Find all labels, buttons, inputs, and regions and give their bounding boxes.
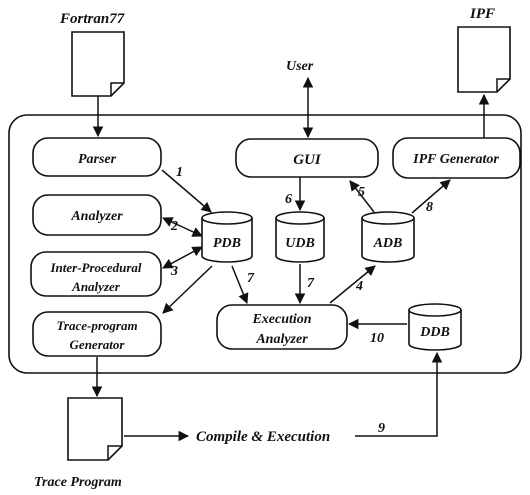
trace-generator-label-line2: Generator bbox=[70, 337, 126, 352]
edge-number-4: 4 bbox=[355, 279, 363, 294]
gui-label: GUI bbox=[293, 152, 322, 168]
inter-procedural-label-line2: Analyzer bbox=[71, 279, 121, 294]
execution-analyzer-module: Execution Analyzer bbox=[216, 304, 348, 350]
arrow-adb-to-ipf-generator bbox=[411, 179, 451, 214]
compile-execution-label: Compile & Execution bbox=[196, 429, 330, 445]
adb-label: ADB bbox=[373, 236, 403, 251]
trace-program-generator-module: Trace-program Generator bbox=[32, 311, 162, 357]
analyzer-module: Analyzer bbox=[32, 194, 162, 236]
edge-number-6: 6 bbox=[285, 192, 292, 207]
ddb-label: DDB bbox=[419, 325, 450, 340]
gui-module: GUI bbox=[235, 138, 379, 178]
trace-generator-label-line1: Trace-program bbox=[56, 318, 137, 333]
arrow-compile-to-ddb bbox=[355, 351, 443, 437]
arrow-parser-to-pdb bbox=[161, 169, 212, 213]
ipf-document bbox=[457, 26, 511, 93]
arrow-adb-to-gui bbox=[349, 180, 375, 213]
udb-label: UDB bbox=[285, 236, 315, 251]
arrow-interprocedural-pdb bbox=[162, 246, 203, 269]
inter-procedural-analyzer-module: Inter-Procedural Analyzer bbox=[30, 251, 162, 297]
edge-number-9: 9 bbox=[378, 421, 385, 436]
edge-number-2: 2 bbox=[170, 219, 178, 234]
pdb-database: PDB bbox=[201, 211, 253, 263]
edge-number-7b: 7 bbox=[307, 276, 315, 291]
ipf-generator-module: IPF Generator bbox=[392, 137, 521, 179]
inter-procedural-label-line1: Inter-Procedural bbox=[50, 260, 142, 275]
fortran-label: Fortran77 bbox=[59, 11, 125, 27]
edge-number-7a: 7 bbox=[247, 271, 255, 286]
arrow-analyzer-pdb bbox=[162, 217, 203, 237]
edge-number-3: 3 bbox=[170, 264, 178, 279]
edge-number-5: 5 bbox=[358, 185, 365, 200]
trace-program-document bbox=[67, 397, 123, 461]
execution-label-line2: Analyzer bbox=[255, 332, 308, 347]
edge-number-8: 8 bbox=[426, 200, 433, 215]
ipf-label: IPF bbox=[469, 6, 495, 22]
edge-number-1: 1 bbox=[176, 165, 183, 180]
execution-label-line1: Execution bbox=[251, 312, 311, 327]
fortran-source-document bbox=[71, 31, 125, 97]
pdb-label: PDB bbox=[213, 236, 241, 251]
arrow-pdb-to-trace-generator bbox=[162, 265, 213, 314]
udb-database: UDB bbox=[275, 211, 325, 263]
user-label: User bbox=[286, 59, 314, 74]
system-boundary bbox=[8, 114, 522, 374]
arrow-execution-to-adb bbox=[329, 265, 376, 304]
edge-number-10: 10 bbox=[370, 331, 384, 346]
ipf-generator-label: IPF Generator bbox=[412, 152, 499, 167]
adb-database: ADB bbox=[361, 211, 415, 263]
trace-program-label: Trace Program bbox=[34, 475, 122, 490]
ddb-database: DDB bbox=[408, 303, 462, 351]
arrow-pdb-to-execution bbox=[231, 265, 249, 304]
parser-label: Parser bbox=[78, 152, 117, 167]
analyzer-label: Analyzer bbox=[70, 209, 123, 224]
parser-module: Parser bbox=[32, 137, 162, 177]
